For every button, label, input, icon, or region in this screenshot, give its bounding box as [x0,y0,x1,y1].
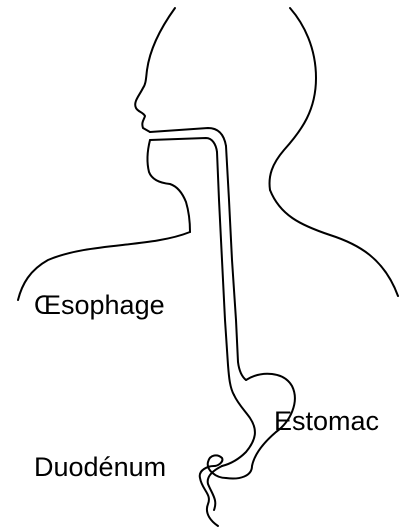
label-estomac: Estomac [274,408,379,435]
oesophagus-left-wall [217,152,234,395]
head-profile-outline [135,8,175,132]
right-shoulder-outline [270,190,398,296]
mouth-line-lower [150,138,217,152]
back-of-head-outline [270,8,316,190]
label-oesophage: Œsophage [34,292,165,319]
duodenum-inner-outline [208,466,222,510]
label-duodenum: Duodénum [34,454,166,481]
stomach-inner-outline [222,395,255,466]
chin-outline [147,140,190,232]
oesophagus-right-wall [226,146,246,380]
